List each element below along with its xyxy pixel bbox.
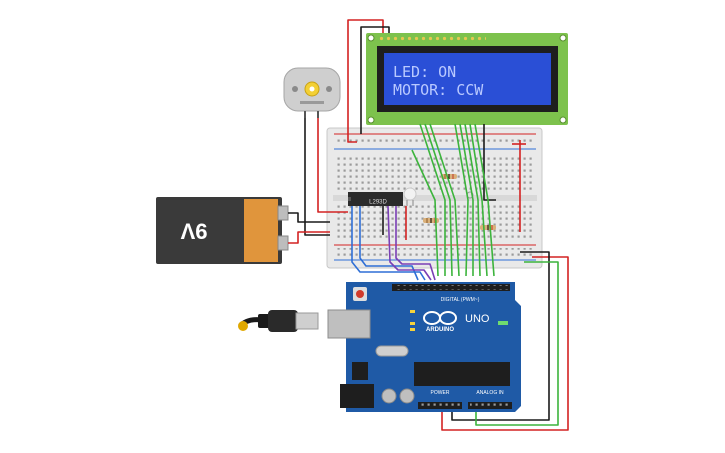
lcd-screen (384, 53, 551, 105)
arduino-model: UNO (465, 313, 490, 325)
9v-battery: 9V (156, 197, 289, 264)
arduino-brand: ARDUINO (426, 327, 454, 333)
battery-cap (244, 199, 278, 262)
resistor-1 (441, 174, 457, 179)
lcd-module: LED: ON MOTOR: CCW (366, 33, 568, 125)
lcd-line-1: LED: ON (393, 63, 456, 81)
reset-button[interactable] (356, 290, 364, 298)
resistor-3 (480, 225, 496, 230)
power-label: POWER (431, 390, 450, 396)
digital-label: DIGITAL (PWM~) (441, 297, 480, 303)
chip-label: L293D (369, 200, 387, 206)
wires (288, 19, 569, 431)
led (403, 187, 417, 206)
lcd-line-2: MOTOR: CCW (393, 81, 484, 99)
arduino-board: DIGITAL (PWM~) ARDUINO UNO PO (327, 282, 521, 412)
analog-label: ANALOG IN (476, 390, 504, 396)
dc-motor (283, 67, 341, 118)
motor-driver-chip: L293D (348, 192, 403, 206)
battery-label: 9V (180, 219, 207, 244)
arduino-logo (423, 311, 457, 325)
usb-cable (238, 310, 319, 332)
